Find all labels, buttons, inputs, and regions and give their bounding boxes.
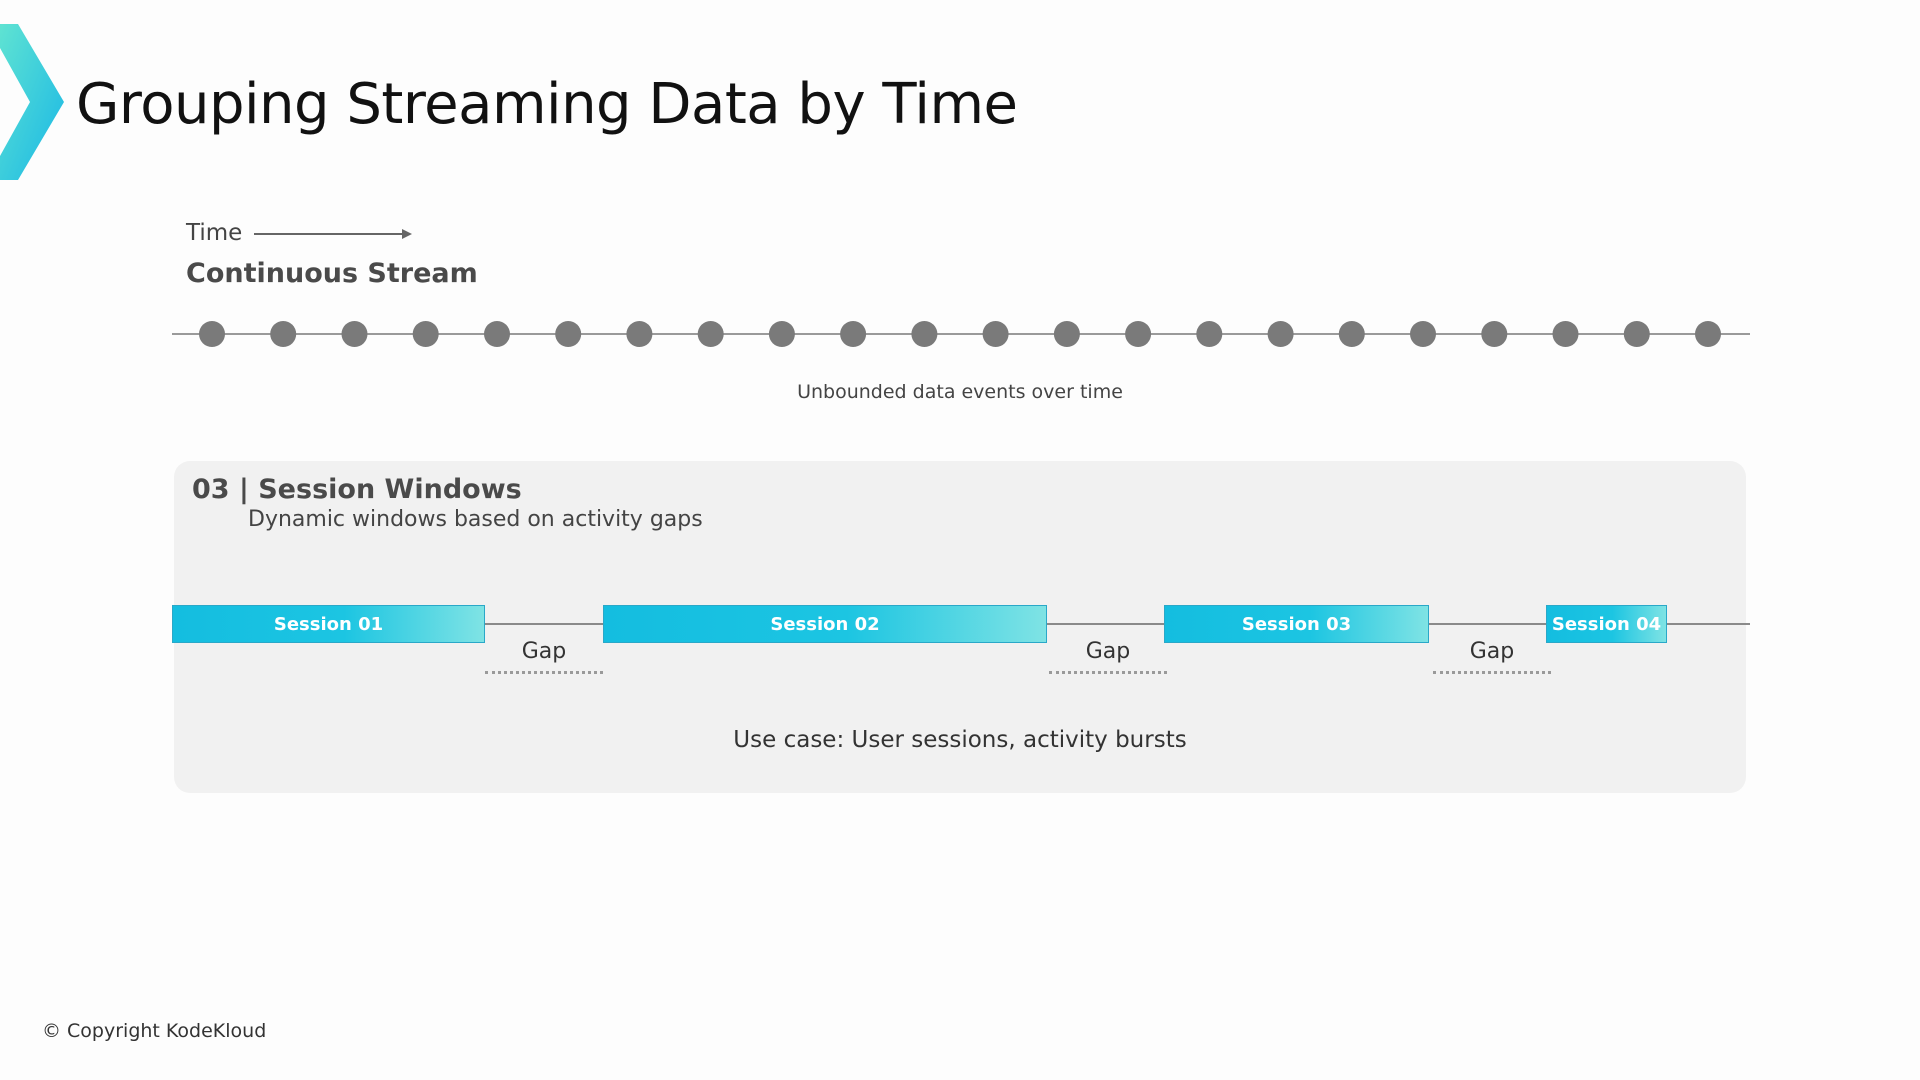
event-dot [1552,321,1579,347]
session-window-03: Session 03 [1164,605,1429,643]
event-dot [1053,321,1080,347]
panel-title: 03 | Session Windows [192,474,522,505]
time-axis-label: Time [186,220,243,246]
event-dot [697,321,724,347]
event-dot [1267,321,1294,347]
event-dot [412,321,439,347]
time-arrow-icon [254,229,412,239]
copyright-footer: © Copyright KodeKloud [42,1020,267,1042]
event-dot [1481,321,1508,347]
event-dot [982,321,1009,347]
event-dot [555,321,582,347]
event-dot [768,321,795,347]
page-title: Grouping Streaming Data by Time [76,72,1018,137]
event-dot [341,321,368,347]
event-dot [1338,321,1365,347]
event-dot [626,321,653,347]
event-dot [1623,321,1650,347]
event-dot [911,321,938,347]
panel-subtitle: Dynamic windows based on activity gaps [248,507,703,532]
event-dot [1125,321,1152,347]
gap-marker: Gap [485,638,603,674]
stream-caption: Unbounded data events over time [797,381,1123,403]
event-dot [840,321,867,347]
event-stream-line [172,321,1750,347]
session-window-01: Session 01 [172,605,485,643]
event-dot [1196,321,1223,347]
session-window-04: Session 04 [1546,605,1667,643]
session-window-02: Session 02 [603,605,1047,643]
event-dot [1695,321,1721,347]
use-case-text: Use case: User sessions, activity bursts [733,727,1187,753]
event-dot [484,321,510,347]
event-dot [1410,321,1436,347]
event-dot [270,321,297,347]
event-dot [199,321,225,347]
brand-chevron-icon [0,24,64,180]
gap-marker: Gap [1049,638,1167,674]
gap-marker: Gap [1433,638,1551,674]
stream-title: Continuous Stream [186,258,478,289]
